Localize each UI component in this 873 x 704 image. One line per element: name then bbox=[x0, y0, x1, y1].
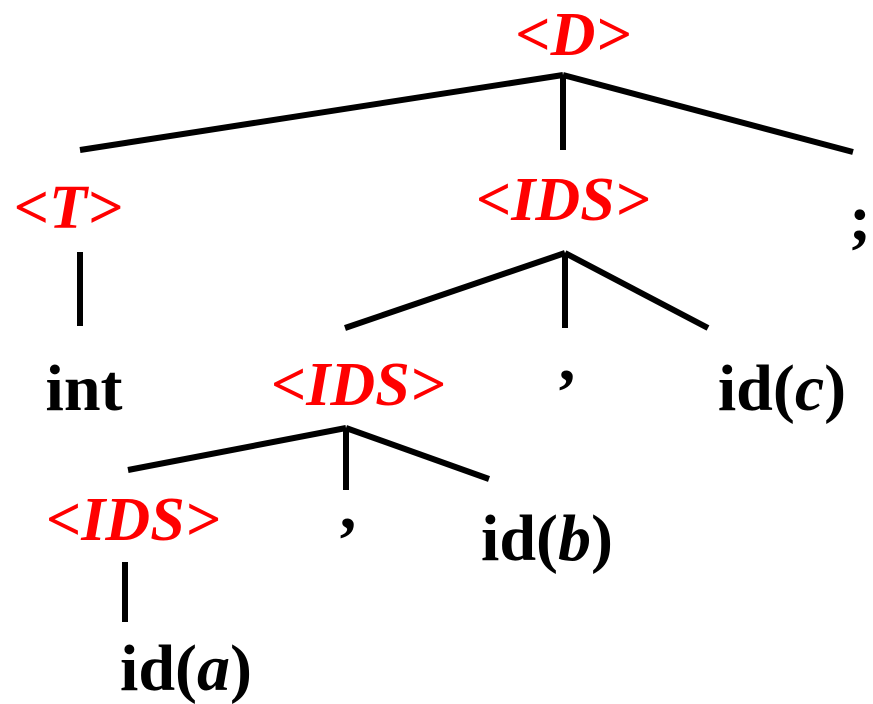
node-comma-low: , bbox=[340, 470, 357, 543]
edges-d bbox=[79, 72, 854, 155]
node-ids-low: <IDS> bbox=[46, 486, 220, 554]
edge-ids-top-idc bbox=[563, 250, 710, 331]
node-semicolon: ; bbox=[849, 182, 871, 255]
node-id-b: id(b) bbox=[481, 502, 613, 575]
node-int: int bbox=[45, 352, 122, 425]
edges-ids-top bbox=[344, 250, 710, 331]
node-d: <D> bbox=[515, 1, 630, 69]
edge-d-semicolon bbox=[562, 72, 854, 155]
node-ids-mid: <IDS> bbox=[271, 351, 445, 419]
node-t: <T> bbox=[14, 174, 123, 242]
edges-ids-mid bbox=[127, 425, 491, 490]
node-id-c: id(c) bbox=[718, 352, 846, 425]
edge-ids-top-ids-mid bbox=[344, 250, 566, 331]
edge-d-t bbox=[79, 72, 564, 153]
node-comma-mid: , bbox=[559, 322, 576, 395]
node-id-a: id(a) bbox=[120, 632, 252, 704]
edge-ids-mid-idb bbox=[344, 425, 491, 482]
edge-ids-mid-ids-low bbox=[127, 425, 347, 473]
node-ids-top: <IDS> bbox=[476, 166, 650, 234]
